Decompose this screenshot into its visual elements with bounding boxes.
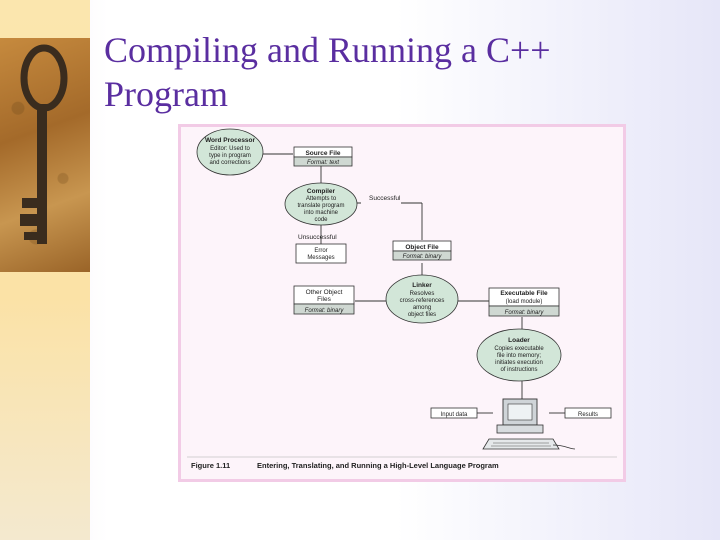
figure-caption-number: Figure 1.11 (191, 461, 230, 470)
error-line-2: Messages (307, 255, 334, 261)
compiler-title: Compiler (307, 188, 336, 195)
slide-title-line-1: Compiling and Running a C++ (104, 30, 551, 70)
executable-subtitle: (load module) (506, 299, 543, 305)
computer-icon (482, 398, 576, 450)
word-processor-node: Word Processor Editor: Used to type in p… (196, 128, 264, 176)
other-object-line-2: Files (317, 296, 331, 303)
executable-format: Format: binary (505, 310, 545, 316)
slide-title: Compiling and Running a C++ Program (104, 28, 664, 116)
compiler-line-1: Attempts to (306, 196, 337, 202)
linker-line-1: Resolves (410, 291, 435, 297)
compiler-line-3: into machine (304, 210, 339, 216)
error-line-1: Error (314, 248, 327, 254)
compile-run-diagram: Word Processor Editor: Used to type in p… (187, 128, 617, 470)
compiler-line-2: translate program (297, 203, 344, 209)
loader-node: Loader Copies executable file into memor… (476, 328, 562, 382)
executable-file-node: Executable File (load module) Format: bi… (488, 287, 560, 317)
results-node: Results (564, 407, 612, 419)
object-file-format: Format: binary (403, 254, 443, 260)
word-processor-line-2: type in program (209, 153, 251, 159)
linker-line-2: cross-references (400, 298, 445, 304)
loader-line-1: Copies executable (494, 346, 544, 352)
word-processor-title: Word Processor (205, 137, 256, 144)
unsuccessful-label: Unsuccessful (298, 234, 337, 241)
linker-line-3: among (413, 305, 431, 311)
successful-label: Successful (369, 195, 401, 202)
error-messages-node: Error Messages (295, 243, 347, 264)
compiler-node: Compiler Attempts to translate program i… (284, 182, 358, 226)
object-file-title: Object File (405, 244, 439, 251)
word-processor-line-3: and corrections (209, 160, 250, 166)
linker-title: Linker (412, 282, 432, 289)
other-object-line-1: Other Object (306, 289, 343, 296)
input-data-node: Input data (430, 407, 478, 419)
object-file-node: Object File Format: binary (392, 240, 452, 261)
results-label: Results (578, 412, 598, 418)
figure-caption-text: Entering, Translating, and Running a Hig… (257, 461, 499, 470)
slide-title-line-2: Program (104, 74, 228, 114)
loader-line-3: initiates execution (495, 360, 543, 366)
linker-node: Linker Resolves cross-references among o… (385, 274, 459, 324)
antique-key-photo (0, 38, 90, 272)
loader-title: Loader (508, 337, 530, 344)
word-processor-line-1: Editor: Used to (210, 146, 250, 152)
linker-line-4: object files (408, 312, 436, 318)
loader-line-2: file into memory; (497, 353, 541, 359)
other-object-format: Format: binary (305, 308, 345, 314)
compiler-line-4: code (314, 217, 328, 223)
source-file-format: Format: text (307, 160, 339, 166)
other-object-files-node: Other Object Files Format: binary (293, 285, 355, 315)
executable-title: Executable File (500, 290, 548, 297)
loader-line-4: of instructions (500, 367, 537, 373)
key-icon (20, 44, 68, 244)
source-file-title: Source File (305, 150, 340, 157)
source-file-node: Source File Format: text (293, 146, 353, 167)
compile-run-figure: Word Processor Editor: Used to type in p… (178, 124, 626, 482)
input-data-label: Input data (441, 412, 468, 418)
